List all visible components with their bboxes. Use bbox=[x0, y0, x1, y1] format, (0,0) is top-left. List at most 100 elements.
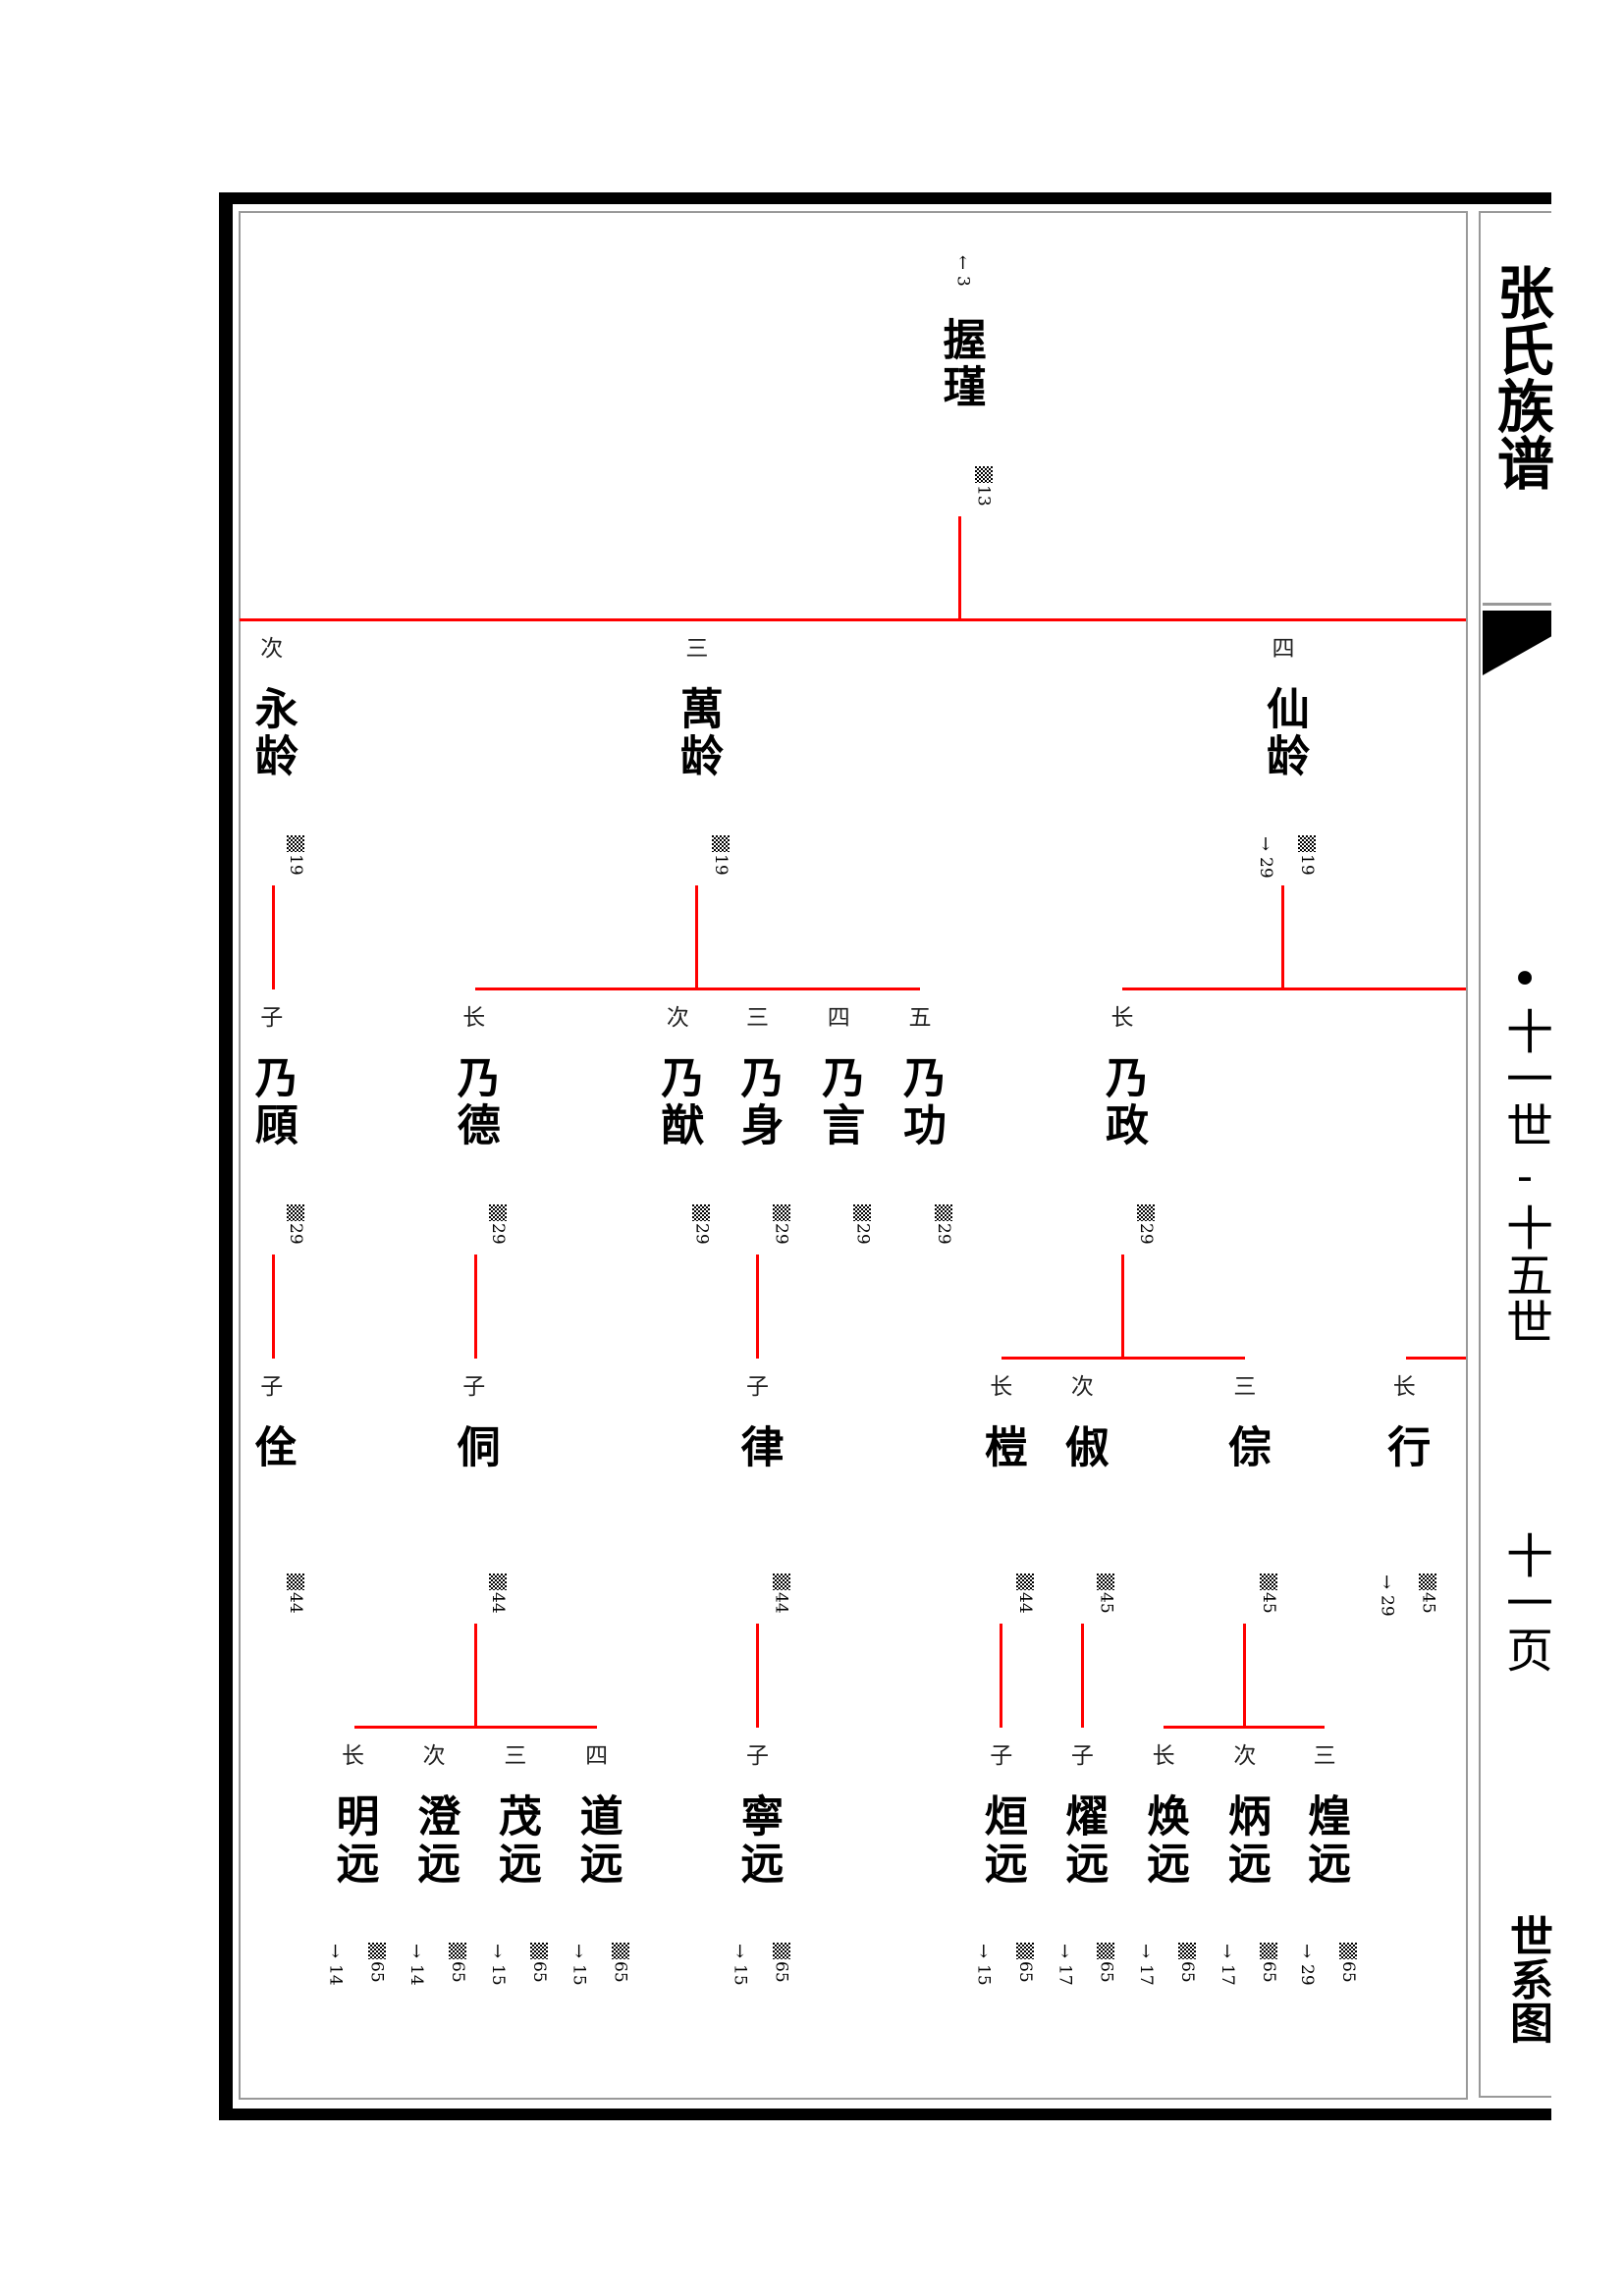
arrow-down-icon: ↓ bbox=[731, 1942, 748, 1963]
page-marker[interactable]: 65 bbox=[448, 1943, 467, 1983]
generation-range: •十一世-十五世 bbox=[1497, 952, 1552, 1345]
cross-reference-link[interactable]: ↓14 bbox=[406, 1942, 427, 1986]
sidebar-bottom-rule bbox=[1479, 2096, 1551, 2098]
checker-box-icon bbox=[1097, 1943, 1115, 1960]
cross-reference-link[interactable]: ↓29 bbox=[1377, 1574, 1397, 1617]
page-marker[interactable]: 29 bbox=[1136, 1204, 1157, 1245]
cross-reference-link[interactable]: ↓15 bbox=[488, 1942, 508, 1986]
page-marker[interactable]: 65 bbox=[1177, 1943, 1197, 1983]
person-name: 道远 bbox=[571, 1793, 623, 1889]
lineage-line bbox=[1243, 1624, 1247, 1728]
person-name: 乃言 bbox=[814, 1055, 865, 1150]
checker-box-icon bbox=[853, 1204, 872, 1222]
lineage-line bbox=[475, 988, 920, 991]
page-marker[interactable]: 19 bbox=[286, 835, 305, 876]
reference-number: 29 bbox=[1377, 1595, 1397, 1617]
birth-order-label: 子 bbox=[260, 1004, 284, 1031]
person-name: 乃身 bbox=[732, 1055, 784, 1150]
cross-reference-link[interactable]: ↓17 bbox=[1055, 1943, 1074, 1986]
birth-order-label: 长 bbox=[990, 1373, 1013, 1400]
page-marker[interactable]: 19 bbox=[711, 835, 731, 876]
page-marker[interactable]: 29 bbox=[852, 1204, 872, 1245]
lineage-line bbox=[1000, 1624, 1003, 1728]
person-name: 仙龄 bbox=[1258, 686, 1309, 781]
cross-reference-link[interactable]: ↑3 bbox=[953, 253, 973, 286]
page-marker[interactable]: 44 bbox=[1015, 1574, 1035, 1614]
page-marker[interactable]: 65 bbox=[1096, 1943, 1115, 1983]
checker-box-icon bbox=[488, 1204, 507, 1222]
cross-reference-link[interactable]: ↓15 bbox=[731, 1942, 750, 1986]
cross-reference-link[interactable]: ↓14 bbox=[325, 1943, 345, 1986]
checker-box-icon bbox=[935, 1204, 953, 1222]
outer-frame-left bbox=[219, 192, 233, 2120]
arrow-down-icon: ↓ bbox=[408, 1942, 424, 1963]
page-marker[interactable]: 65 bbox=[367, 1943, 387, 1983]
arrow-down-icon: ↓ bbox=[490, 1942, 506, 1963]
reference-number: 29 bbox=[1297, 1964, 1318, 1986]
page-marker[interactable]: 44 bbox=[772, 1574, 791, 1614]
page-marker[interactable]: 65 bbox=[528, 1943, 549, 1983]
cross-reference-link[interactable]: ↓15 bbox=[569, 1943, 589, 1986]
page-marker[interactable]: 29 bbox=[285, 1204, 305, 1245]
page-marker[interactable]: 13 bbox=[973, 466, 994, 507]
person-name: 俶 bbox=[1057, 1424, 1109, 1472]
birth-order-label: 子 bbox=[990, 1742, 1013, 1769]
reference-number: 14 bbox=[406, 1964, 427, 1986]
checker-box-icon bbox=[1097, 1574, 1115, 1591]
birth-order-label: 长 bbox=[1152, 1742, 1175, 1769]
page-marker[interactable]: 65 bbox=[772, 1943, 791, 1983]
page-marker[interactable]: 44 bbox=[488, 1574, 508, 1614]
arrow-down-icon: ↓ bbox=[1219, 1942, 1235, 1963]
checker-box-icon bbox=[1339, 1943, 1358, 1960]
checker-box-icon bbox=[1015, 1574, 1034, 1591]
marker-number: 29 bbox=[1136, 1223, 1157, 1245]
marker-number: 29 bbox=[285, 1223, 305, 1245]
lineage-line bbox=[1080, 1624, 1084, 1728]
cross-reference-link[interactable]: ↓17 bbox=[1136, 1943, 1156, 1986]
marker-number: 45 bbox=[1418, 1592, 1438, 1614]
page-marker[interactable]: 44 bbox=[286, 1574, 305, 1614]
birth-order-label: 四 bbox=[827, 1004, 850, 1031]
cross-reference-link[interactable]: ↓15 bbox=[974, 1943, 994, 1986]
person-name: 倧 bbox=[1219, 1424, 1271, 1472]
cross-reference-link[interactable]: ↓29 bbox=[1256, 835, 1275, 879]
checker-box-icon bbox=[1178, 1943, 1197, 1960]
checker-box-icon bbox=[772, 1943, 790, 1960]
page-marker[interactable]: 65 bbox=[611, 1943, 630, 1983]
lineage-line bbox=[473, 1255, 477, 1359]
birth-order-label: 三 bbox=[1233, 1373, 1257, 1400]
marker-number: 45 bbox=[1258, 1592, 1278, 1614]
birth-order-label: 长 bbox=[341, 1742, 364, 1769]
checker-box-icon bbox=[367, 1943, 386, 1960]
cross-reference-link[interactable]: ↓29 bbox=[1297, 1943, 1318, 1986]
outer-frame-top bbox=[219, 192, 1551, 204]
page-marker[interactable]: 65 bbox=[1014, 1943, 1035, 1983]
birth-order-label: 四 bbox=[1272, 635, 1295, 662]
page-marker[interactable]: 29 bbox=[488, 1204, 508, 1245]
marker-number: 13 bbox=[973, 485, 994, 507]
page-marker[interactable]: 29 bbox=[771, 1204, 791, 1245]
marker-number: 29 bbox=[771, 1223, 791, 1245]
person-name: 萬龄 bbox=[672, 686, 723, 781]
person-name: 澄远 bbox=[409, 1793, 460, 1889]
page-marker[interactable]: 45 bbox=[1096, 1574, 1115, 1614]
marker-number: 65 bbox=[1014, 1961, 1035, 1983]
checker-box-icon bbox=[488, 1574, 507, 1591]
reference-number: 17 bbox=[1217, 1964, 1237, 1986]
checker-box-icon bbox=[286, 835, 304, 853]
person-name: 燿远 bbox=[1057, 1793, 1109, 1889]
page-marker[interactable]: 45 bbox=[1418, 1574, 1438, 1614]
cross-reference-link[interactable]: ↓17 bbox=[1217, 1942, 1237, 1986]
person-name: 炳远 bbox=[1219, 1793, 1271, 1889]
page-marker[interactable]: 45 bbox=[1258, 1574, 1278, 1614]
page-marker[interactable]: 19 bbox=[1297, 835, 1317, 876]
page-marker[interactable]: 65 bbox=[1338, 1943, 1358, 1983]
checker-box-icon bbox=[1419, 1574, 1437, 1591]
page-marker[interactable]: 65 bbox=[1259, 1943, 1278, 1983]
sidebar-black-wedge bbox=[1483, 611, 1551, 675]
marker-number: 65 bbox=[528, 1961, 549, 1983]
checker-box-icon bbox=[529, 1943, 548, 1960]
birth-order-label: 长 bbox=[1110, 1004, 1134, 1031]
page-marker[interactable]: 29 bbox=[934, 1204, 953, 1245]
page-marker[interactable]: 29 bbox=[691, 1204, 711, 1245]
